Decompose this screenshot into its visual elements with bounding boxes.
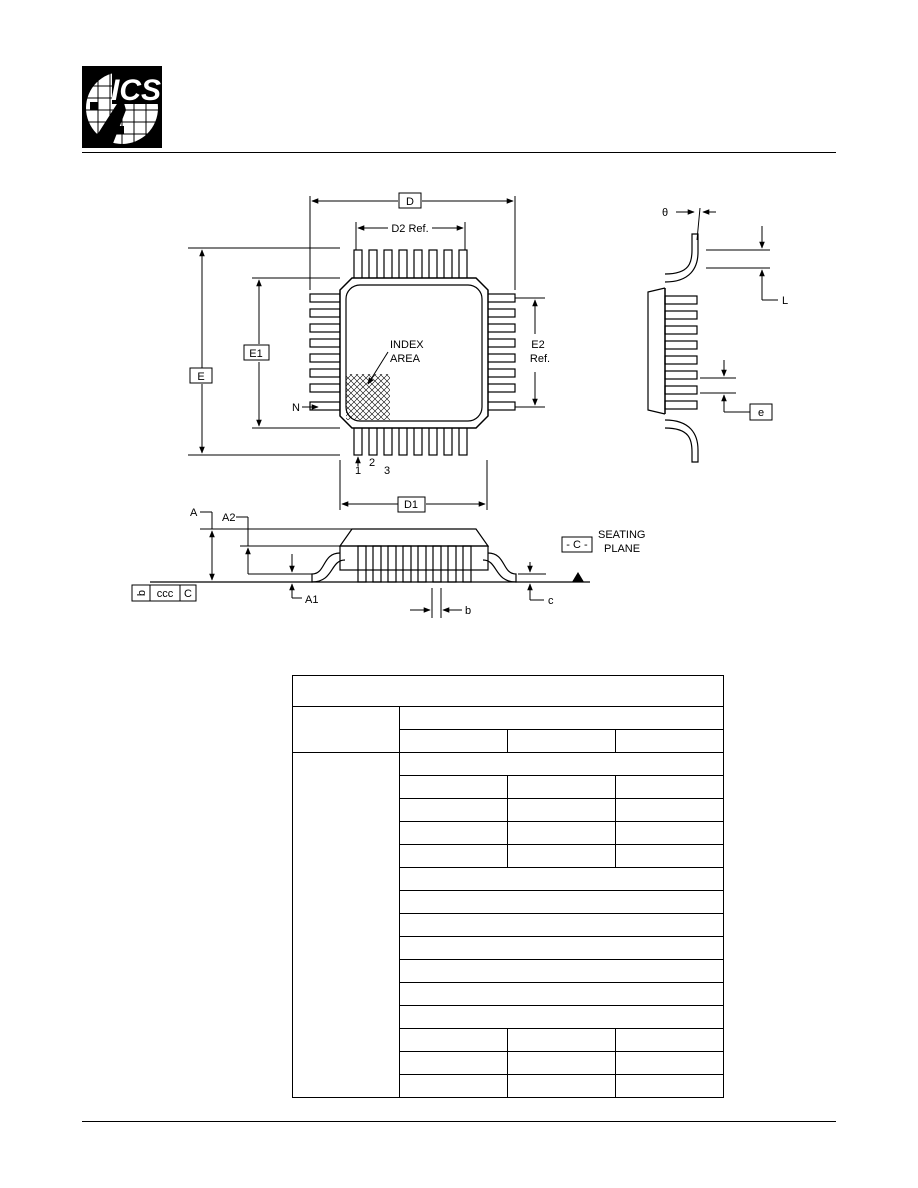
- label-theta: θ: [662, 207, 668, 219]
- table-cell: [507, 798, 616, 823]
- table-header-left: [292, 706, 400, 754]
- label-fcf-ccc: ccc: [157, 588, 174, 600]
- label-e: e: [758, 407, 764, 419]
- table-row: [399, 890, 724, 915]
- table-cell: [615, 844, 724, 869]
- table-header-col: [507, 729, 616, 754]
- table-cell: [399, 821, 508, 846]
- label-index: INDEX: [390, 339, 424, 351]
- label-area: AREA: [390, 353, 421, 365]
- table-row: [399, 867, 724, 892]
- table-cell: [507, 1027, 616, 1052]
- label-plane: PLANE: [604, 543, 640, 555]
- label-b: b: [465, 605, 471, 617]
- label-N: N: [292, 402, 300, 414]
- table-cell: [507, 844, 616, 869]
- bottom-leads: [353, 424, 468, 456]
- label-c: c: [548, 595, 554, 607]
- table-cell: [507, 775, 616, 800]
- label-A1: A1: [305, 594, 318, 606]
- table-cell: [615, 798, 724, 823]
- table-cell: [399, 1027, 508, 1052]
- ics-logo: ICS: [82, 66, 162, 148]
- table-header-col: [615, 729, 724, 754]
- label-seating: SEATING: [598, 529, 645, 541]
- table-cell: [615, 775, 724, 800]
- index-area-hatch: [346, 374, 390, 420]
- label-pin1: 1: [355, 465, 361, 477]
- table-row: [399, 913, 724, 938]
- table-symbol-column: [292, 752, 400, 1098]
- table-cell: [399, 775, 508, 800]
- left-leads: [309, 293, 341, 411]
- label-D: D: [406, 196, 414, 208]
- table-cell: [399, 1050, 508, 1075]
- table-cell: [615, 1073, 724, 1099]
- label-pin2: 2: [369, 457, 375, 469]
- logo-text: ICS: [111, 74, 161, 107]
- label-E1: E1: [249, 348, 262, 360]
- table-row: [399, 752, 724, 777]
- label-datum-C: - C -: [566, 539, 588, 551]
- label-A2: A2: [222, 512, 235, 524]
- table-cell: [399, 1073, 508, 1099]
- table-cell: [507, 821, 616, 846]
- table-header-col: [399, 729, 508, 754]
- footer-rule: [82, 1121, 836, 1122]
- label-pin3: 3: [384, 465, 390, 477]
- package-drawing: D D2 Ref. E E1 E2 Ref. INDEX AREA N 1 2 …: [131, 192, 788, 618]
- table-cell: [615, 1050, 724, 1075]
- table-cell: [615, 1027, 724, 1052]
- table-row: [399, 981, 724, 1006]
- table-cell: [507, 1073, 616, 1099]
- table-cell: [399, 844, 508, 869]
- label-E: E: [197, 371, 204, 383]
- dimension-table: [292, 674, 724, 1099]
- table-header-span: [399, 706, 724, 731]
- label-D2: D2 Ref.: [391, 223, 428, 235]
- label-fcf-b: b: [136, 590, 148, 596]
- label-L: L: [782, 295, 788, 307]
- table-cell: [399, 798, 508, 823]
- right-leads: [484, 293, 516, 411]
- label-fcf-C: C: [184, 588, 192, 600]
- table-cell: [507, 1050, 616, 1075]
- table-row: [399, 958, 724, 983]
- table-cell: [615, 821, 724, 846]
- table-title-row: [292, 674, 724, 708]
- top-leads: [353, 249, 468, 281]
- label-D1: D1: [404, 499, 418, 511]
- label-A: A: [190, 507, 198, 519]
- label-E2-ref: Ref.: [530, 353, 550, 365]
- label-E2: E2: [531, 339, 544, 351]
- table-row: [399, 936, 724, 960]
- header-rule: [82, 152, 836, 153]
- table-row: [399, 1004, 724, 1029]
